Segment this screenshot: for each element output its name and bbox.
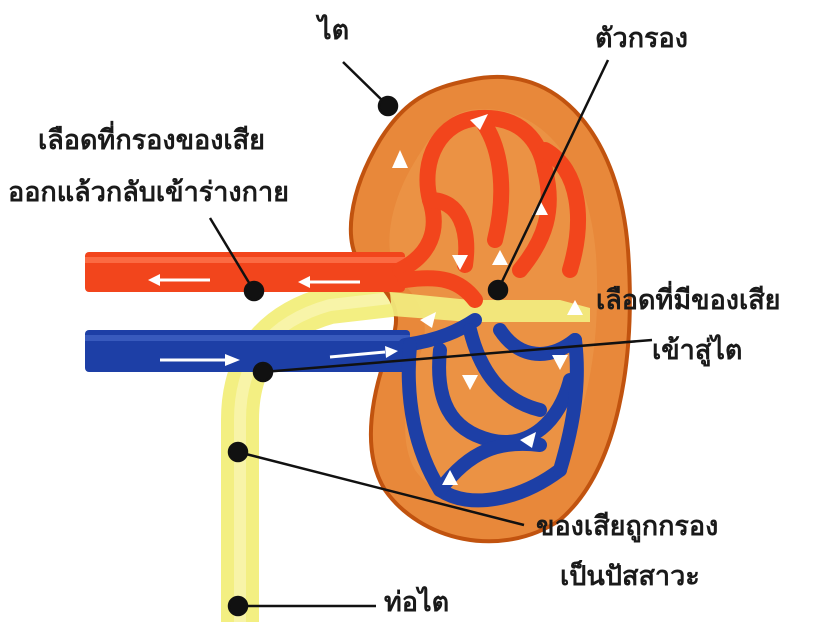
dirty-blood-label-line2: เข้าสู่ไต [652, 334, 742, 368]
renal-vein-highlight [85, 335, 410, 341]
filtered-blood-label-line2: ออกแล้วกลับเข้าร่างกาย [8, 176, 289, 210]
renal-artery-highlight [85, 257, 405, 263]
kidney-label: ไต [318, 14, 349, 48]
filtered-blood-label-line1: เลือดที่กรองของเสีย [38, 124, 265, 158]
ureter-label: ท่อไต [384, 586, 449, 620]
filter-label: ตัวกรอง [595, 22, 688, 56]
dirty-blood-label-line1: เลือดที่มีของเสีย [596, 284, 781, 318]
waste-label-line1: ของเสียถูกกรอง [536, 510, 718, 544]
waste-label-line2: เป็นปัสสาวะ [560, 560, 700, 594]
